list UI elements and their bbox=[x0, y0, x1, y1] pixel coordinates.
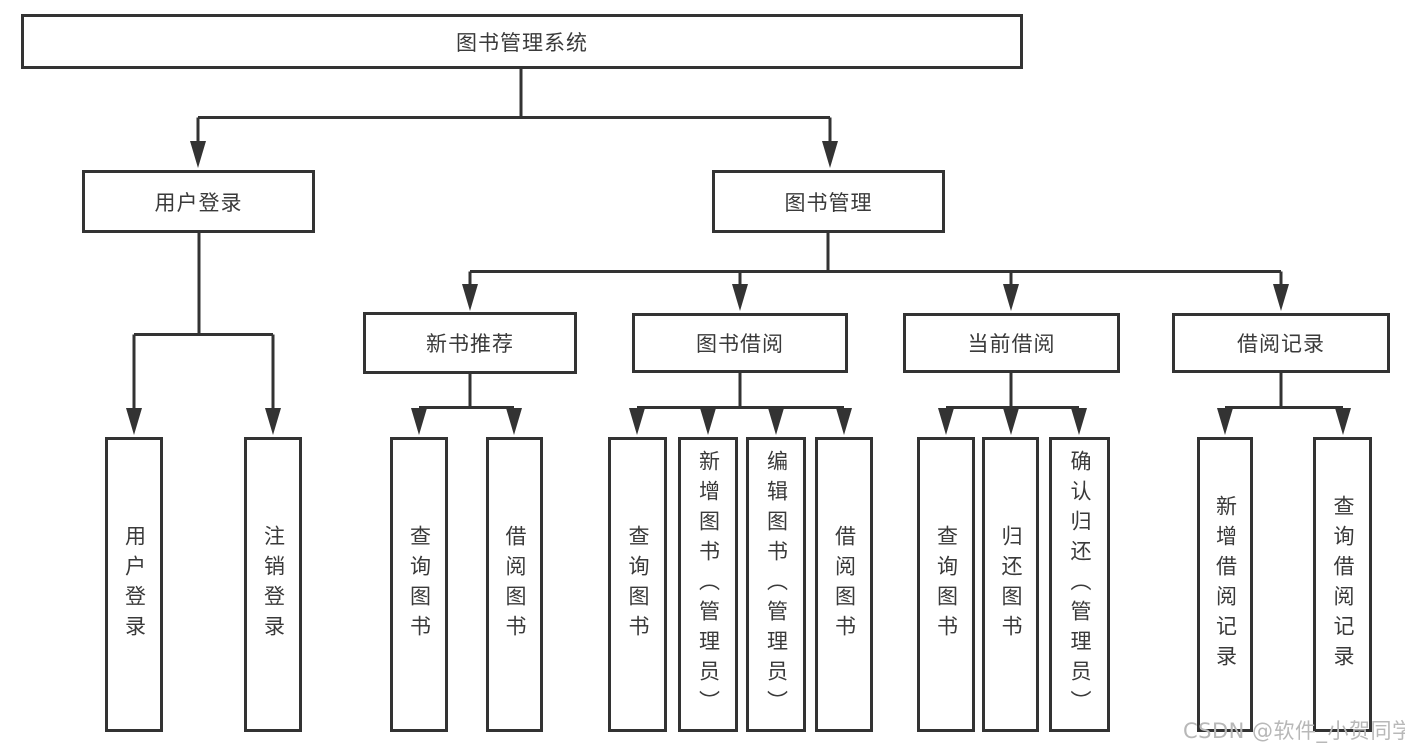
node-root-system: 图书管理系统 bbox=[21, 14, 1023, 69]
leaf-user-login: 用户登录 bbox=[105, 437, 163, 732]
node-current-borrowing-label: 当前借阅 bbox=[967, 332, 1056, 356]
leaf-borrowing-borrow-books-label: 借阅图书 bbox=[832, 524, 857, 645]
node-new-book-recommend: 新书推荐 bbox=[363, 312, 577, 374]
leaf-records-add-record-label: 新增借阅记录 bbox=[1213, 494, 1238, 675]
node-current-borrowing: 当前借阅 bbox=[903, 313, 1120, 373]
node-borrowing-records-label: 借阅记录 bbox=[1237, 332, 1325, 356]
leaf-borrowing-borrow-books: 借阅图书 bbox=[815, 437, 873, 732]
node-borrowing-records: 借阅记录 bbox=[1172, 313, 1390, 373]
leaf-recommend-borrow-books: 借阅图书 bbox=[486, 437, 543, 732]
leaf-recommend-query-books-label: 查询图书 bbox=[407, 524, 432, 645]
leaf-logout: 注销登录 bbox=[244, 437, 302, 732]
leaf-borrowing-edit-books-admin-label: 编辑图书（管理员） bbox=[764, 449, 789, 720]
leaf-current-query-books-label: 查询图书 bbox=[934, 524, 959, 645]
leaf-borrowing-edit-books-admin: 编辑图书（管理员） bbox=[746, 437, 806, 732]
leaf-recommend-query-books: 查询图书 bbox=[390, 437, 448, 732]
leaf-logout-label: 注销登录 bbox=[261, 524, 286, 645]
leaf-user-login-label: 用户登录 bbox=[122, 524, 147, 645]
leaf-current-return-books-label: 归还图书 bbox=[999, 524, 1023, 645]
node-book-management: 图书管理 bbox=[712, 170, 945, 233]
node-book-borrowing: 图书借阅 bbox=[632, 313, 848, 373]
node-user-login-label: 用户登录 bbox=[154, 190, 243, 215]
leaf-borrowing-add-books-admin: 新增图书（管理员） bbox=[678, 437, 738, 732]
leaf-records-query-record: 查询借阅记录 bbox=[1313, 437, 1372, 732]
leaf-records-add-record: 新增借阅记录 bbox=[1197, 437, 1253, 732]
leaf-current-confirm-return-admin-label: 确认归还（管理员） bbox=[1068, 449, 1092, 720]
node-root-system-label: 图书管理系统 bbox=[456, 30, 588, 55]
leaf-current-query-books: 查询图书 bbox=[917, 437, 975, 732]
node-user-login: 用户登录 bbox=[82, 170, 315, 233]
node-book-management-label: 图书管理 bbox=[784, 190, 873, 215]
csdn-watermark: CSDN @软件_小贺同学 bbox=[1183, 719, 1405, 743]
leaf-recommend-borrow-books-label: 借阅图书 bbox=[503, 524, 527, 645]
leaf-current-return-books: 归还图书 bbox=[982, 437, 1039, 732]
leaf-borrowing-query-books-label: 查询图书 bbox=[626, 524, 650, 645]
node-new-book-recommend-label: 新书推荐 bbox=[426, 332, 514, 356]
leaf-current-confirm-return-admin: 确认归还（管理员） bbox=[1049, 437, 1110, 732]
node-book-borrowing-label: 图书借阅 bbox=[696, 332, 784, 356]
leaf-records-query-record-label: 查询借阅记录 bbox=[1331, 494, 1355, 675]
leaf-borrowing-query-books: 查询图书 bbox=[608, 437, 667, 732]
leaf-borrowing-add-books-admin-label: 新增图书（管理员） bbox=[696, 449, 721, 720]
